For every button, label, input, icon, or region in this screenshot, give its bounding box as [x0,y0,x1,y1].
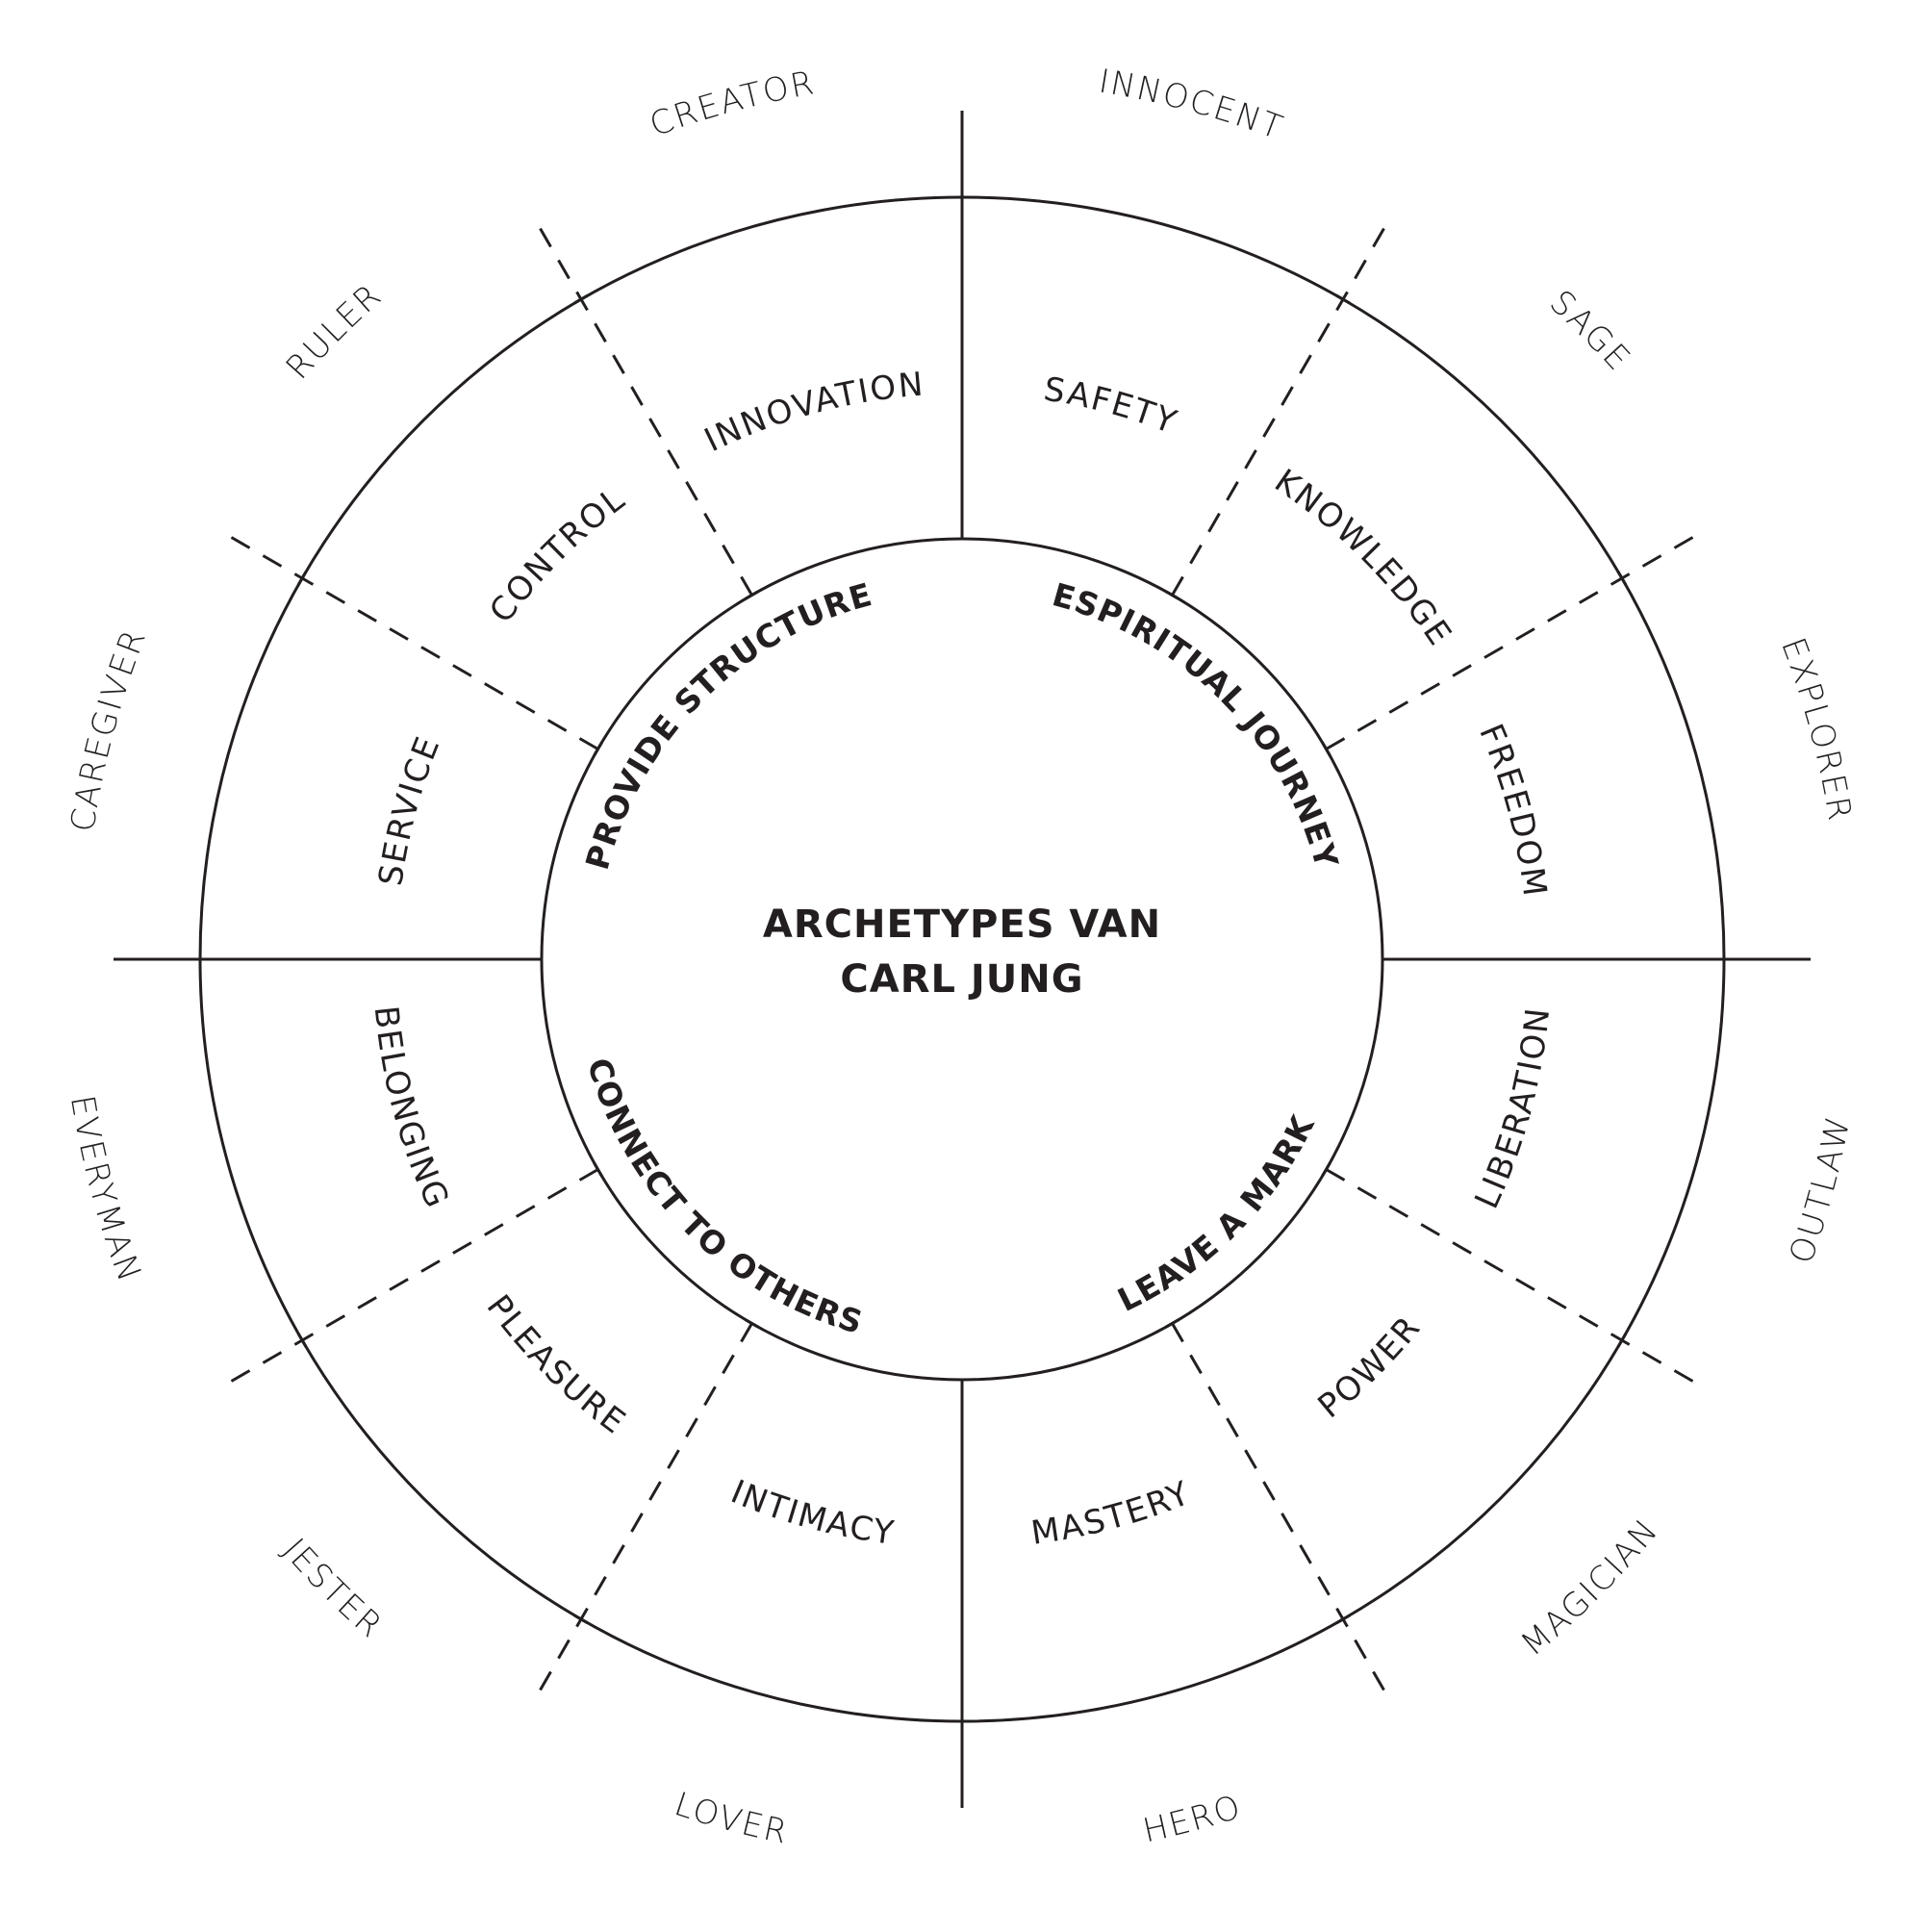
sector-value-label: MASTERY [1028,1474,1196,1553]
diagram-title-line-2: CARL JUNG [840,957,1083,1002]
archetype-label: RULER [279,276,391,388]
archetype-label: JESTER [275,1531,391,1646]
sector-value-label: POWER [1311,1309,1430,1427]
diagram-title-line-1: ARCHETYPES VAN [763,902,1161,947]
archetype-label: HERO [1140,1788,1247,1851]
archetype-label: OUTLAW [1782,1112,1858,1268]
sector-value-label: BELONGING [367,1004,457,1215]
inner-circle [540,537,1384,1382]
sector-value-label: INNOVATION [698,365,926,460]
sector-value-label: CONTROL [482,479,633,630]
archetype-label: EVERYMAN [63,1092,149,1287]
archetype-label: EXPLORER [1773,633,1859,826]
archetype-label: CREATOR [645,64,819,144]
quadrant-label: CONNECT TO OTHERS [580,1054,868,1341]
sector-value-label: SAFETY [1041,370,1182,443]
sector-value-label: INTIMACY [725,1473,898,1554]
sector-value-label: PLEASURE [479,1288,634,1443]
archetype-label: MAGICIAN [1514,1512,1667,1665]
archetype-label: LOVER [670,1785,792,1852]
archetype-label: CAREGIVER [63,623,154,835]
archetype-label: SAGE [1542,283,1638,379]
sector-value-label: LIBERATION [1467,1004,1558,1214]
outer-circle [198,195,1726,1723]
sector-value-label: SERVICE [371,730,448,888]
sector-value-label: FREEDOM [1471,719,1554,901]
quadrant-label: PROVIDE STRUCTURE [578,575,876,874]
quadrant-label: ESPIRITUAL JOURNEY [1049,575,1346,873]
sector-value-label: KNOWLEDGE [1267,462,1459,654]
quadrant-label: LEAVE A MARK [1112,1108,1323,1319]
archetype-label: INNOCENT [1096,63,1288,148]
